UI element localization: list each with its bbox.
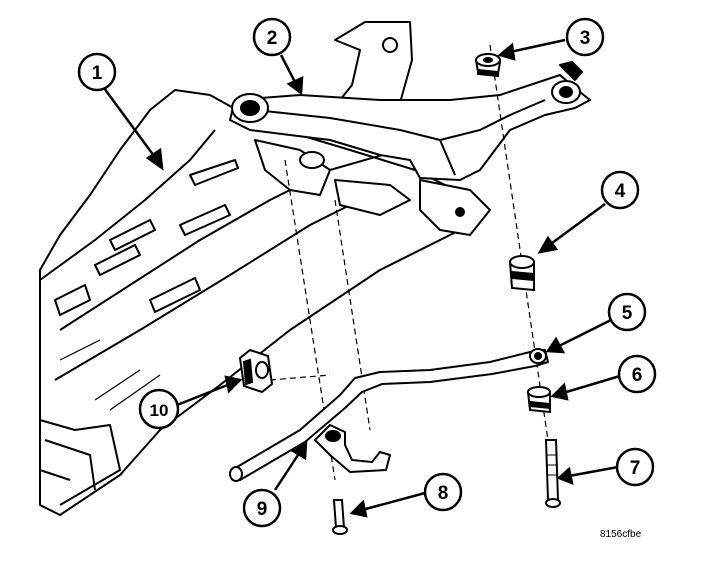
callout-3-label: 3 [580,28,591,49]
callout-4-label: 4 [615,181,626,202]
clamp-bolt [332,499,348,535]
callout-1-label: 1 [92,63,103,84]
callout-6-label: 6 [632,365,643,386]
bar-bushing [238,348,274,394]
callout-5-label: 5 [622,303,633,324]
callout-10: 10 [138,388,180,430]
callout-9-label: 9 [257,499,268,520]
lower-isolator-bushing [508,255,535,292]
callout-4: 4 [600,170,640,210]
callout-8-label: 8 [438,483,449,504]
callout-2-label: 2 [267,28,278,49]
callout-3: 3 [565,17,605,57]
callout-7: 7 [615,447,655,487]
leader-arrows [102,38,621,518]
callout-8: 8 [423,472,463,512]
callout-6: 6 [617,354,657,394]
crossmember-drawing [229,21,591,236]
callout-2: 2 [252,17,292,57]
upper-isolator-bushing [474,53,502,78]
link-bolt [544,439,561,508]
callout-5: 5 [607,292,647,332]
clamp-bracket [314,424,391,473]
callout-10-label: 10 [150,401,169,420]
callout-7-label: 7 [630,458,641,479]
stabilizer-bar [229,348,549,482]
figure-code: 8156cfbe [600,529,642,540]
retainer-bushing [526,386,551,414]
callout-9: 9 [242,488,282,528]
callout-1: 1 [77,52,117,92]
